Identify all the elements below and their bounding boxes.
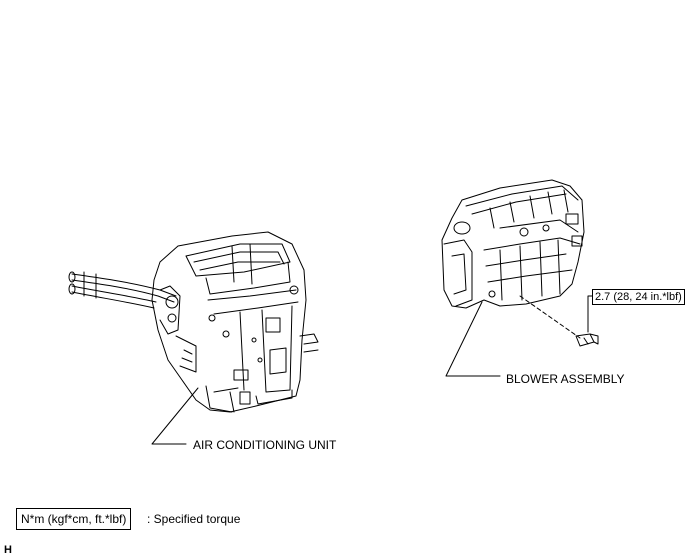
- blower-assembly-label: BLOWER ASSEMBLY: [506, 372, 625, 386]
- air-conditioning-unit-label: AIR CONDITIONING UNIT: [193, 438, 337, 452]
- torque-spec-box: 2.7 (28, 24 in.*lbf): [592, 289, 685, 305]
- air-conditioning-unit-drawing: [68, 231, 319, 445]
- blower-assembly-drawing: [441, 179, 599, 377]
- torque-unit-legend-description: : Specified torque: [147, 512, 241, 526]
- corner-mark: H: [4, 544, 12, 556]
- torque-unit-legend-box: N*m (kgf*cm, ft.*lbf): [16, 508, 132, 530]
